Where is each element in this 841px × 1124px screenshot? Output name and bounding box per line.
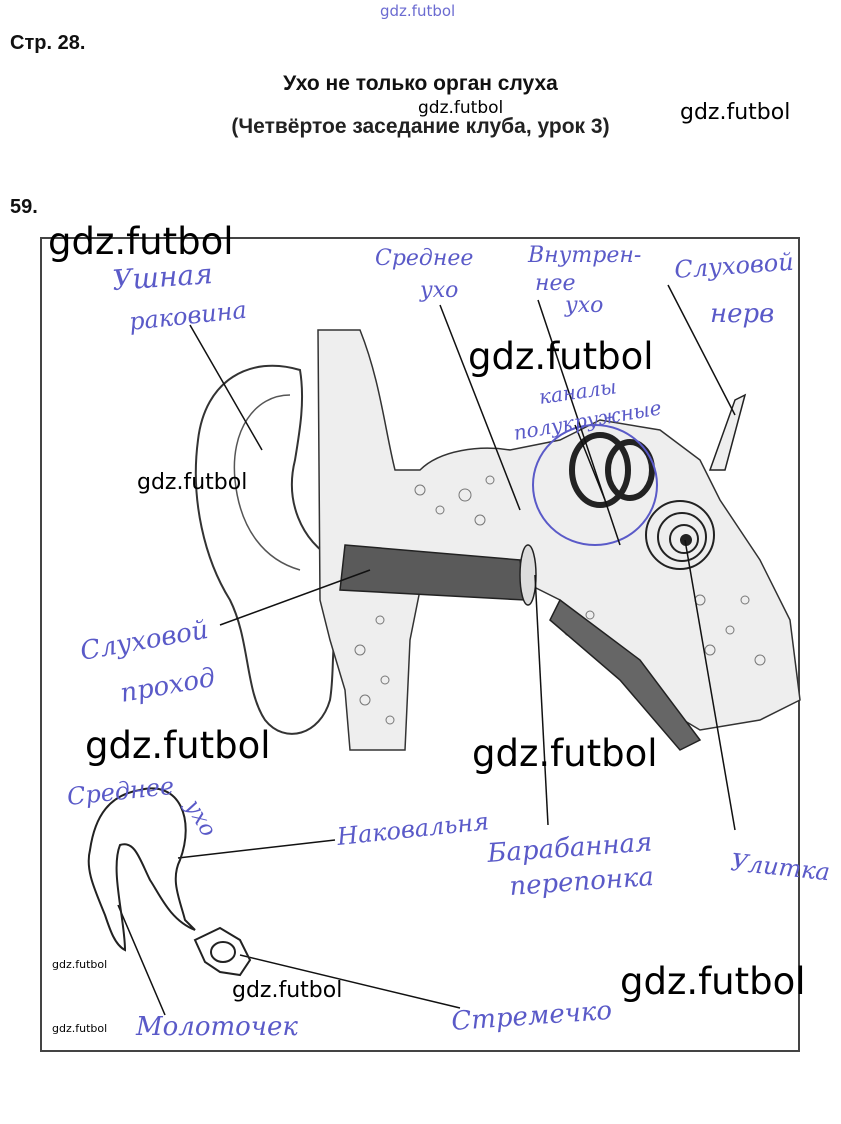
label-cochlea: Улитка bbox=[729, 848, 831, 886]
label-canal-1: Слуховой bbox=[78, 615, 211, 667]
canals-circle bbox=[532, 424, 658, 546]
page-label: Стр. 28. bbox=[10, 32, 86, 54]
watermark: gdz.futbol bbox=[418, 98, 504, 118]
label-malleus: Молоточек bbox=[135, 1012, 298, 1042]
label-nerve-1: Слуховой bbox=[673, 248, 794, 284]
label-stapes: Стремечко bbox=[450, 996, 613, 1037]
page-title: Ухо не только орган слуха bbox=[283, 72, 558, 95]
label-incus: Наковальня bbox=[335, 807, 490, 851]
label-nerve-2: нерв bbox=[710, 299, 774, 329]
watermark: gdz.futbol bbox=[472, 732, 658, 775]
eustachian-tube bbox=[549, 598, 702, 751]
label-eardrum-2: перепонка bbox=[508, 862, 654, 902]
watermark-top: gdz.futbol bbox=[380, 2, 456, 20]
figure-frame bbox=[40, 237, 800, 1052]
label-ossicles-1: Среднее bbox=[66, 772, 176, 811]
label-middle-ear-1: Среднее bbox=[375, 246, 473, 271]
label-canal-2: проход bbox=[118, 663, 218, 709]
watermark: gdz.futbol bbox=[137, 470, 248, 495]
label-inner-ear-3: ухо bbox=[564, 293, 603, 318]
label-pinna-1: Ушная bbox=[111, 257, 213, 297]
watermark: gdz.futbol bbox=[620, 960, 806, 1003]
eardrum bbox=[519, 544, 537, 606]
label-inner-ear-1: Внутрен- bbox=[527, 243, 641, 268]
ear-pinna bbox=[194, 364, 342, 735]
watermark: gdz.futbol bbox=[468, 335, 654, 378]
ear-pinna-inner bbox=[233, 394, 301, 571]
watermark: gdz.futbol bbox=[48, 220, 234, 263]
semicircular-canals bbox=[569, 432, 655, 508]
label-pinna-2: раковина bbox=[128, 296, 248, 336]
label-middle-ear-2: ухо bbox=[419, 278, 458, 303]
cochlea bbox=[645, 500, 715, 570]
stapes-shape bbox=[193, 926, 252, 977]
label-inner-ear-2: нее bbox=[535, 271, 576, 296]
bone-texture bbox=[354, 475, 766, 725]
watermark: gdz.futbol bbox=[85, 724, 271, 767]
leader-lines bbox=[117, 284, 736, 1016]
watermark: gdz.futbol bbox=[680, 100, 791, 125]
auditory-nerve bbox=[708, 393, 747, 471]
task-number: 59. bbox=[10, 196, 38, 218]
page-subtitle: (Четвёртое заседание клуба, урок 3) bbox=[231, 115, 610, 138]
watermark: gdz.futbol bbox=[52, 958, 108, 971]
watermark: gdz.futbol bbox=[232, 978, 343, 1003]
ossicles-inset bbox=[87, 787, 252, 977]
watermark: gdz.futbol bbox=[52, 1022, 108, 1035]
